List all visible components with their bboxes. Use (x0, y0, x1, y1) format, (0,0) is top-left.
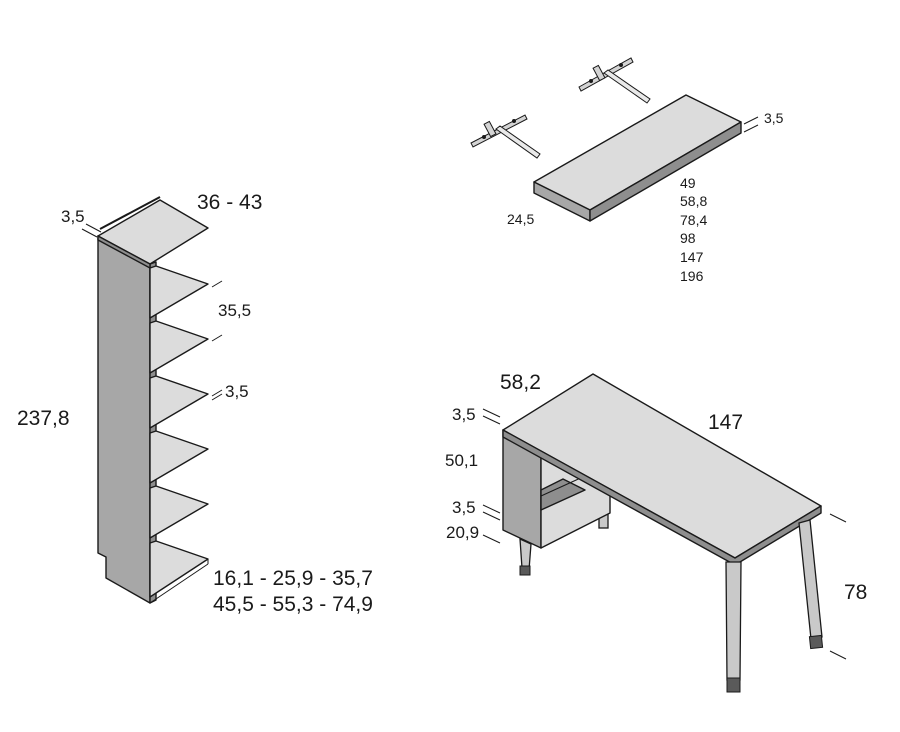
bookcase-shelf-thickness-label: 3,5 (225, 382, 249, 401)
bookcase-height-label: 237,8 (17, 407, 70, 430)
wall-shelf-bracket (470, 114, 541, 159)
bookcase-shelves (149, 265, 209, 604)
wall-shelf-length: 147 (680, 249, 704, 265)
wall-shelf-length: 49 (680, 175, 696, 191)
desk-shelf-thickness-label: 3,5 (452, 498, 476, 517)
wall-shelf-thickness-label: 3,5 (764, 110, 784, 126)
wall-shelf-depth-label: 24,5 (507, 211, 534, 227)
desk-leg (519, 537, 532, 571)
bookcase-depth-label: 36 - 43 (197, 191, 262, 214)
desk-height-label: 78 (844, 581, 867, 604)
desk-cabinet-shelf (540, 478, 586, 511)
bookcase-widths-line-1: 16,1 - 25,9 - 35,7 (213, 567, 373, 590)
wall-shelf-length: 78,4 (680, 212, 707, 228)
shelf (149, 485, 209, 539)
wall-shelf-board-end (589, 121, 742, 222)
shelf (149, 375, 209, 429)
desk-leg (725, 561, 742, 681)
desk-shelf-height-label: 20,9 (446, 523, 479, 542)
bookcase-drawing (81, 196, 223, 604)
bookcase-panel-thickness-label: 3,5 (61, 207, 85, 226)
wall-shelf-length-list: 49 58,8 78,4 98 147 196 (680, 175, 707, 284)
wall-shelf-length: 98 (680, 230, 696, 246)
shelf (149, 540, 209, 598)
desk-cabinet-height-label: 50,1 (445, 451, 478, 470)
wall-shelf-length: 58,8 (680, 193, 707, 209)
wall-shelf-length: 196 (680, 268, 704, 284)
desk-length-label: 147 (708, 411, 743, 434)
bookcase-widths-line-2: 45,5 - 55,3 - 74,9 (213, 593, 373, 616)
wall-shelf-drawing (470, 57, 759, 222)
bookcase-side-panel (97, 235, 151, 604)
desk-depth-label: 58,2 (500, 371, 541, 394)
desk-drawing (482, 373, 847, 693)
desk-top-edge (502, 429, 822, 566)
shelf (149, 320, 209, 374)
bookcase-shelf-gap-label: 35,5 (218, 301, 251, 320)
shelf (149, 265, 209, 319)
wall-shelf-bracket (578, 57, 651, 104)
desk-top-thickness-label: 3,5 (452, 405, 476, 424)
desk-leg (798, 519, 823, 640)
shelf (149, 430, 209, 484)
